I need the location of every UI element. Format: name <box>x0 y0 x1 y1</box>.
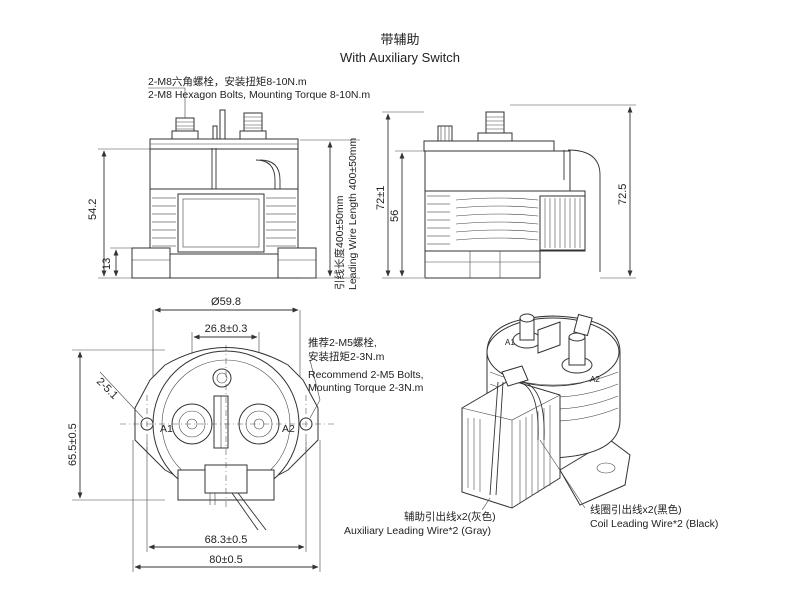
top-label-a2: A2 <box>282 423 295 435</box>
screw-note-en2: Mounting Torque 2-3N.m <box>308 382 424 394</box>
aux-wire-cn: 辅助引出线x2(灰色) <box>404 510 496 523</box>
side-dim-72: 72±1 <box>375 186 387 210</box>
iso-terminal-a2 <box>561 313 593 374</box>
screw-note-cn1: 推荐2-M5螺栓, <box>308 336 377 349</box>
top-dim-hole: 2-5.1 <box>94 376 120 402</box>
top-dim-terminal-spacing: 26.8±0.3 <box>205 323 248 335</box>
side-dim-56: 56 <box>389 210 401 222</box>
iso-view: A1 A2 辅助引出线x2(灰色) Auxiliary Leading Wire… <box>344 313 718 537</box>
iso-terminal-a1 <box>512 313 542 349</box>
screw-note-cn2: 安装扭矩2-3N.m <box>308 350 385 363</box>
coil-wire-cn: 线圈引出线x2(黑色) <box>590 503 682 516</box>
top-dim-height: 65.5±0.5 <box>67 423 79 466</box>
coil-wire-en: Coil Leading Wire*2 (Black) <box>590 518 718 530</box>
title-cn: 带辅助 <box>380 32 419 47</box>
top-dim-mount-spacing: 68.3±0.5 <box>205 534 248 546</box>
front-bolt-left <box>171 117 199 140</box>
front-dim-height: 54.2 <box>87 199 99 220</box>
top-dim-diameter: Ø59.8 <box>211 296 241 308</box>
wire-note-cn: 引线长度400±50mm <box>333 195 346 290</box>
title-en: With Auxiliary Switch <box>340 50 460 65</box>
front-dim-base: 13 <box>101 258 113 270</box>
iso-label-a1: A1 <box>505 338 515 347</box>
wire-note-en: Leading Wire Length 400±50mm <box>347 137 359 290</box>
top-view: Ø59.8 26.8±0.3 <box>67 296 424 572</box>
bolt-note-cn: 2-M8六角螺栓，安装扭矩8-10N.m <box>148 75 307 88</box>
aux-wire-en: Auxiliary Leading Wire*2 (Gray) <box>344 525 491 537</box>
side-view: 72±1 56 72.5 <box>375 104 636 279</box>
front-view: 2-M8六角螺栓，安装扭矩8-10N.m 2-M8 Hexagon Bolts,… <box>87 75 370 290</box>
top-label-a1: A1 <box>160 423 173 435</box>
iso-label-a2: A2 <box>590 375 600 384</box>
top-dim-width: 80±0.5 <box>209 554 243 566</box>
bolt-note-en: 2-M8 Hexagon Bolts, Mounting Torque 8-10… <box>148 89 370 101</box>
side-dim-725: 72.5 <box>617 184 629 205</box>
screw-note-en1: Recommend 2-M5 Bolts, <box>308 369 424 381</box>
front-bolt-right <box>239 112 267 140</box>
